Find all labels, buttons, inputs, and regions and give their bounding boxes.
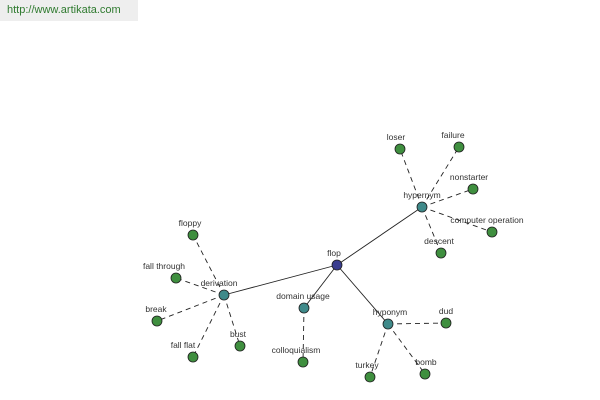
edge-root-derivation [223,264,338,296]
term-label: descent [424,236,454,246]
term-node[interactable] [297,356,309,368]
edge-root-hyponym [336,264,389,325]
term-node[interactable] [364,371,376,383]
term-node[interactable] [187,229,199,241]
term-label: computer operation [450,215,524,225]
term-node[interactable] [234,340,246,352]
relation-node-derivation[interactable] [218,289,230,301]
root-label: flop [327,248,341,258]
relation-label-derivation: derivation [201,278,238,288]
term-node[interactable] [440,317,452,329]
nodes [151,141,498,383]
term-node[interactable] [394,143,406,155]
relation-label-domain-usage: domain usage [276,291,330,301]
edge-root-domain-usage [303,264,338,309]
term-node[interactable] [453,141,465,153]
edge-hyponym-term [369,323,389,378]
labels: loser failure nonstarter computer operation… [143,130,524,370]
relation-node-hypernym[interactable] [416,201,428,213]
root-node[interactable] [331,259,343,271]
relation-label-hypernym: hypernym [403,190,440,200]
edge-hypernym-term [421,206,442,254]
edge-hypernym-term [421,188,474,208]
term-label: loser [387,132,406,142]
edges [156,146,493,378]
edge-hypernym-term [399,148,423,208]
relation-node-domain-usage[interactable] [298,302,310,314]
edge-hypernym-term [421,146,460,208]
term-node[interactable] [151,315,163,327]
term-label: fall through [143,261,185,271]
edge-domain-usage-term [302,307,305,363]
term-label: dud [439,306,453,316]
term-label: fall flat [171,340,196,350]
term-label: bust [230,329,247,339]
term-label: floppy [179,218,202,228]
term-label: break [145,304,167,314]
term-node[interactable] [467,183,479,195]
edge-hyponym-term [387,323,426,375]
edge-hypernym-term [421,206,493,233]
term-node[interactable] [486,226,498,238]
term-label: bomb [415,357,437,367]
term-node[interactable] [170,272,182,284]
edge-derivation-term [156,294,225,322]
term-label: turkey [355,360,379,370]
edge-derivation-term [192,234,225,296]
relation-label-hyponym: hyponym [373,307,408,317]
term-label: nonstarter [450,172,488,182]
term-node[interactable] [187,351,199,363]
relation-node-hyponym[interactable] [382,318,394,330]
site-url-watermark[interactable]: http://www.artikata.com [0,0,138,21]
term-label: failure [441,130,464,140]
edge-hyponym-term [387,322,447,325]
edge-root-hypernym [336,206,423,266]
edge-derivation-term [192,294,225,358]
term-label: colloquialism [272,345,321,355]
term-node[interactable] [419,368,431,380]
term-node[interactable] [435,247,447,259]
